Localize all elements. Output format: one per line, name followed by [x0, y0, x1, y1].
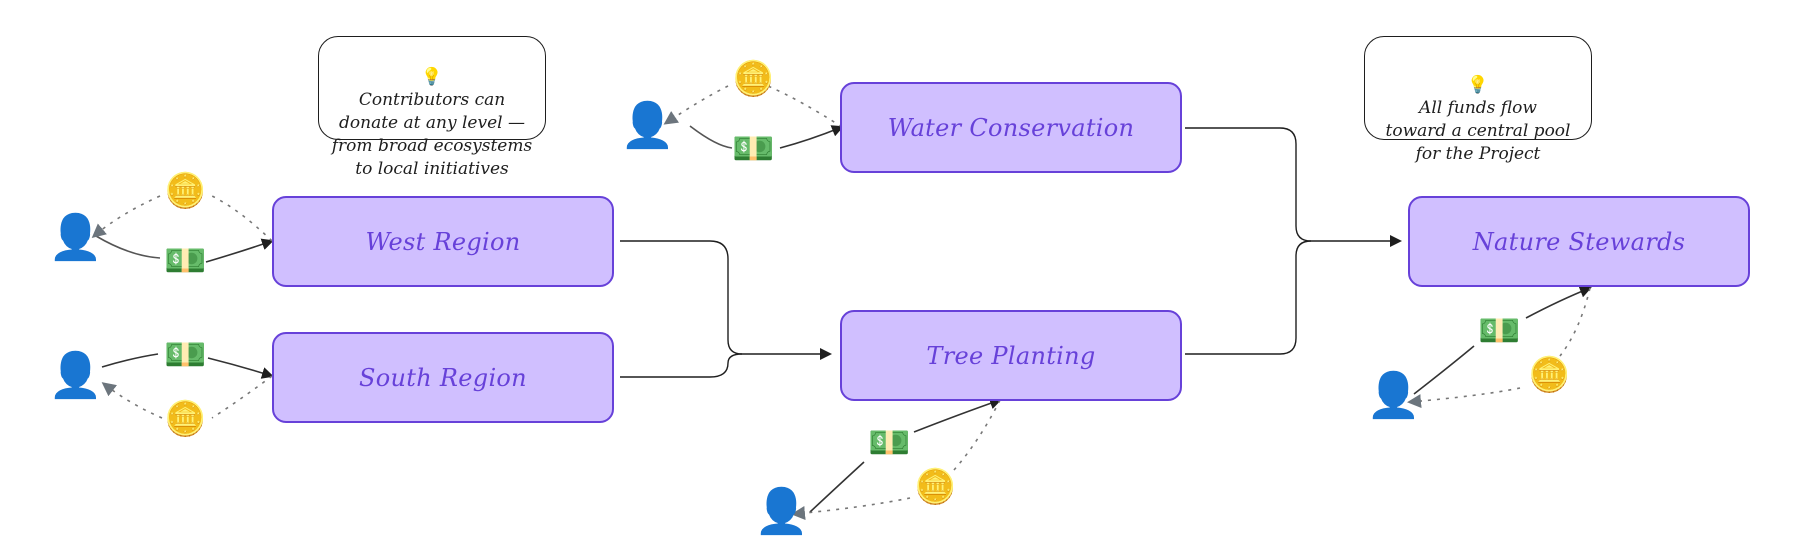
coin-icon: 🪙	[164, 399, 207, 439]
flow-south-coin-a	[211, 375, 273, 419]
flow-south-coin-b	[101, 382, 163, 419]
connector-water-to-nature	[1185, 127, 1402, 247]
flow-tree-money-a	[809, 461, 865, 513]
flow-south-money-a	[101, 353, 159, 368]
connector-south-to-tree	[620, 353, 743, 378]
note-contributors: 💡 Contributors can donate at any level —…	[318, 36, 546, 179]
flow-nature-coin-b	[1407, 387, 1521, 409]
coin-icon: 🪙	[914, 467, 957, 507]
node-tree-planting[interactable]: Tree Planting	[840, 310, 1182, 401]
coin-icon: 🪙	[1528, 355, 1571, 395]
note-contributors-text: Contributors can donate at any level — f…	[331, 90, 533, 179]
coin-icon: 🪙	[732, 59, 775, 99]
person-icon: 👤	[48, 212, 103, 263]
flow-water-money-a	[689, 125, 733, 149]
note-funds-text: All funds flow toward a central pool for…	[1385, 98, 1571, 164]
lightbulb-icon: 💡	[421, 67, 443, 87]
flow-west-money-a	[95, 235, 161, 259]
flow-tree-money-b	[913, 397, 1002, 433]
flow-west-coin-b	[91, 195, 161, 238]
flow-water-coin-a	[767, 85, 843, 128]
person-icon: 👤	[48, 350, 103, 401]
flow-south-money-b	[207, 357, 274, 379]
connector-tree-to-nature	[1185, 240, 1312, 355]
flow-west-coin-a	[211, 195, 273, 242]
node-water-conservation[interactable]: Water Conservation	[840, 82, 1182, 173]
flow-water-coin-b	[663, 85, 729, 125]
money-icon: 💵	[164, 335, 207, 375]
flow-tree-coin-a	[953, 399, 1001, 471]
flow-nature-money-a	[1413, 345, 1475, 395]
node-west-region[interactable]: West Region	[272, 196, 614, 287]
person-icon: 👤	[754, 486, 809, 537]
money-icon: 💵	[1478, 311, 1521, 351]
note-funds: 💡 All funds flow toward a central pool f…	[1364, 36, 1592, 164]
person-icon: 👤	[620, 100, 675, 151]
node-south-region[interactable]: South Region	[272, 332, 614, 423]
coin-icon: 🪙	[164, 171, 207, 211]
money-icon: 💵	[732, 129, 775, 169]
flow-water-money-b	[779, 125, 844, 149]
flow-west-money-b	[205, 238, 274, 263]
connector-west-to-tree	[620, 240, 832, 360]
flow-tree-coin-b	[791, 497, 911, 520]
money-icon: 💵	[868, 423, 911, 463]
flow-nature-money-b	[1525, 286, 1592, 319]
lightbulb-icon: 💡	[1467, 75, 1489, 95]
money-icon: 💵	[164, 241, 207, 281]
person-icon: 👤	[1366, 370, 1421, 421]
node-nature-stewards[interactable]: Nature Stewards	[1408, 196, 1750, 287]
